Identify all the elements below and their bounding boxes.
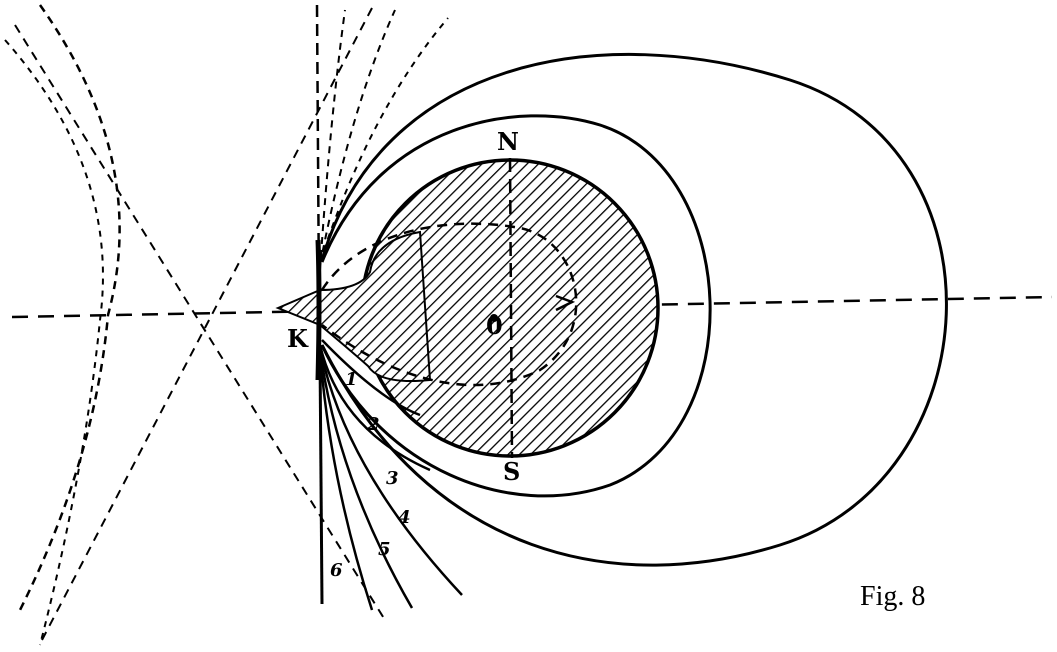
curve-number-5: 5 bbox=[378, 539, 391, 560]
asymptote-line-falling bbox=[14, 24, 386, 621]
label-cusp: K bbox=[287, 324, 309, 353]
label-north: N bbox=[497, 127, 519, 156]
label-south: S bbox=[503, 457, 520, 486]
label-center: 0 bbox=[486, 311, 503, 340]
center-marker bbox=[490, 314, 498, 322]
left-hyperbola-outer bbox=[4, 39, 104, 646]
outer-field-oval bbox=[320, 52, 948, 567]
curve-number-1: 1 bbox=[345, 369, 358, 390]
field-line-3 bbox=[318, 347, 463, 596]
field-line-2 bbox=[318, 344, 431, 472]
polar-axis bbox=[508, 157, 514, 459]
field-line-6 bbox=[318, 354, 324, 605]
inner-dashed-ring bbox=[320, 222, 578, 387]
asymptote-line-rising bbox=[41, 7, 373, 641]
field-line-dashed-2 bbox=[319, 9, 396, 266]
vertical-dashed-line bbox=[315, 4, 321, 301]
middle-field-ring bbox=[320, 114, 712, 498]
figure-caption: Fig. 8 bbox=[860, 581, 925, 612]
hatched-cusp-wedge bbox=[275, 230, 432, 383]
curve-number-3: 3 bbox=[386, 468, 399, 489]
curve-number-6: 6 bbox=[330, 560, 343, 581]
cusp-spine bbox=[315, 239, 322, 381]
field-line-4 bbox=[318, 349, 414, 609]
axis-arrow-icon bbox=[555, 294, 576, 312]
field-line-1 bbox=[321, 339, 421, 417]
curve-number-2: 2 bbox=[366, 414, 380, 435]
field-line-5 bbox=[318, 351, 374, 611]
curve-number-4: 4 bbox=[398, 507, 411, 528]
left-hyperbola-inner bbox=[18, 4, 121, 611]
